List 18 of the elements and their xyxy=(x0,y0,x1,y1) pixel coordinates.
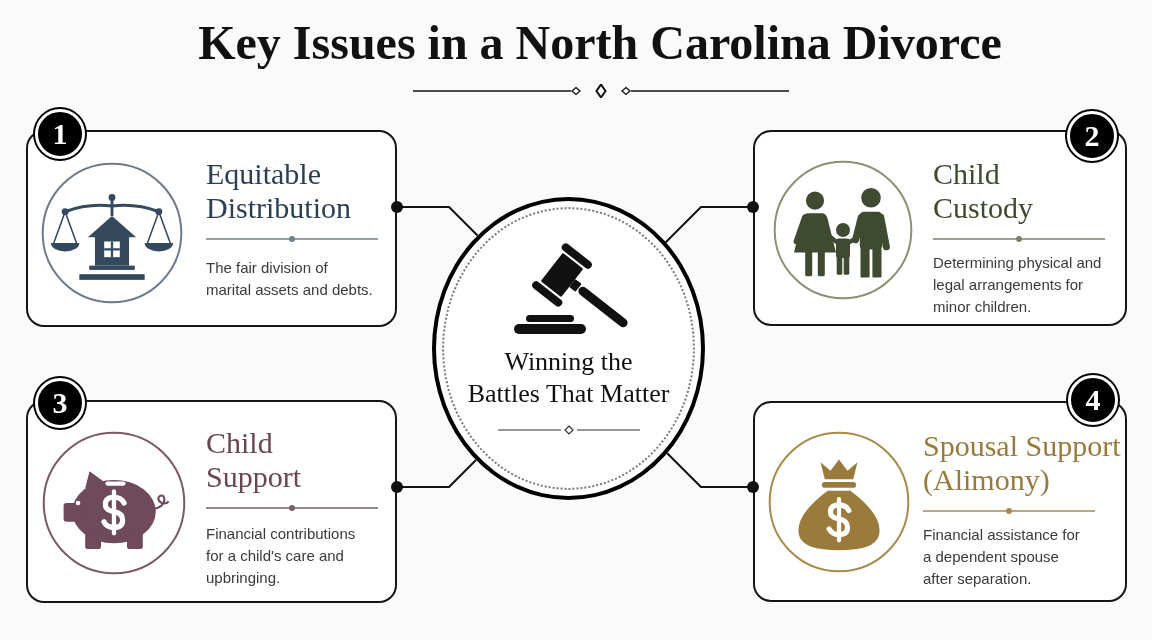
card-description: Determining physical and legal arrangements for minor children. xyxy=(933,253,1103,317)
number-badge: 2 xyxy=(1067,111,1117,161)
center-heading: Winning the Battles That Matter xyxy=(466,346,671,410)
number-badge: 3 xyxy=(35,378,85,428)
connector-line xyxy=(666,452,759,493)
card-description: The fair division of marital assets and debts. xyxy=(206,258,374,300)
connector-line xyxy=(391,459,477,493)
card-description: Financial assistance for a dependent spouse after separation. xyxy=(923,525,1081,589)
connector-line xyxy=(391,201,479,237)
number-badge: 4 xyxy=(1068,375,1118,425)
card-heading: Child Custody xyxy=(933,157,1035,225)
number-badge: 1 xyxy=(35,109,85,159)
card-description: Financial contributions for a child's care and upbringing. xyxy=(206,524,357,588)
connector-line xyxy=(664,201,759,244)
card-heading: Child Support xyxy=(206,426,302,494)
card-heading: Equitable Distribution xyxy=(206,157,352,225)
card-heading: Spousal Support (Alimony) xyxy=(923,429,1122,497)
page-title: Key Issues in a North Carolina Divorce xyxy=(198,19,1002,67)
